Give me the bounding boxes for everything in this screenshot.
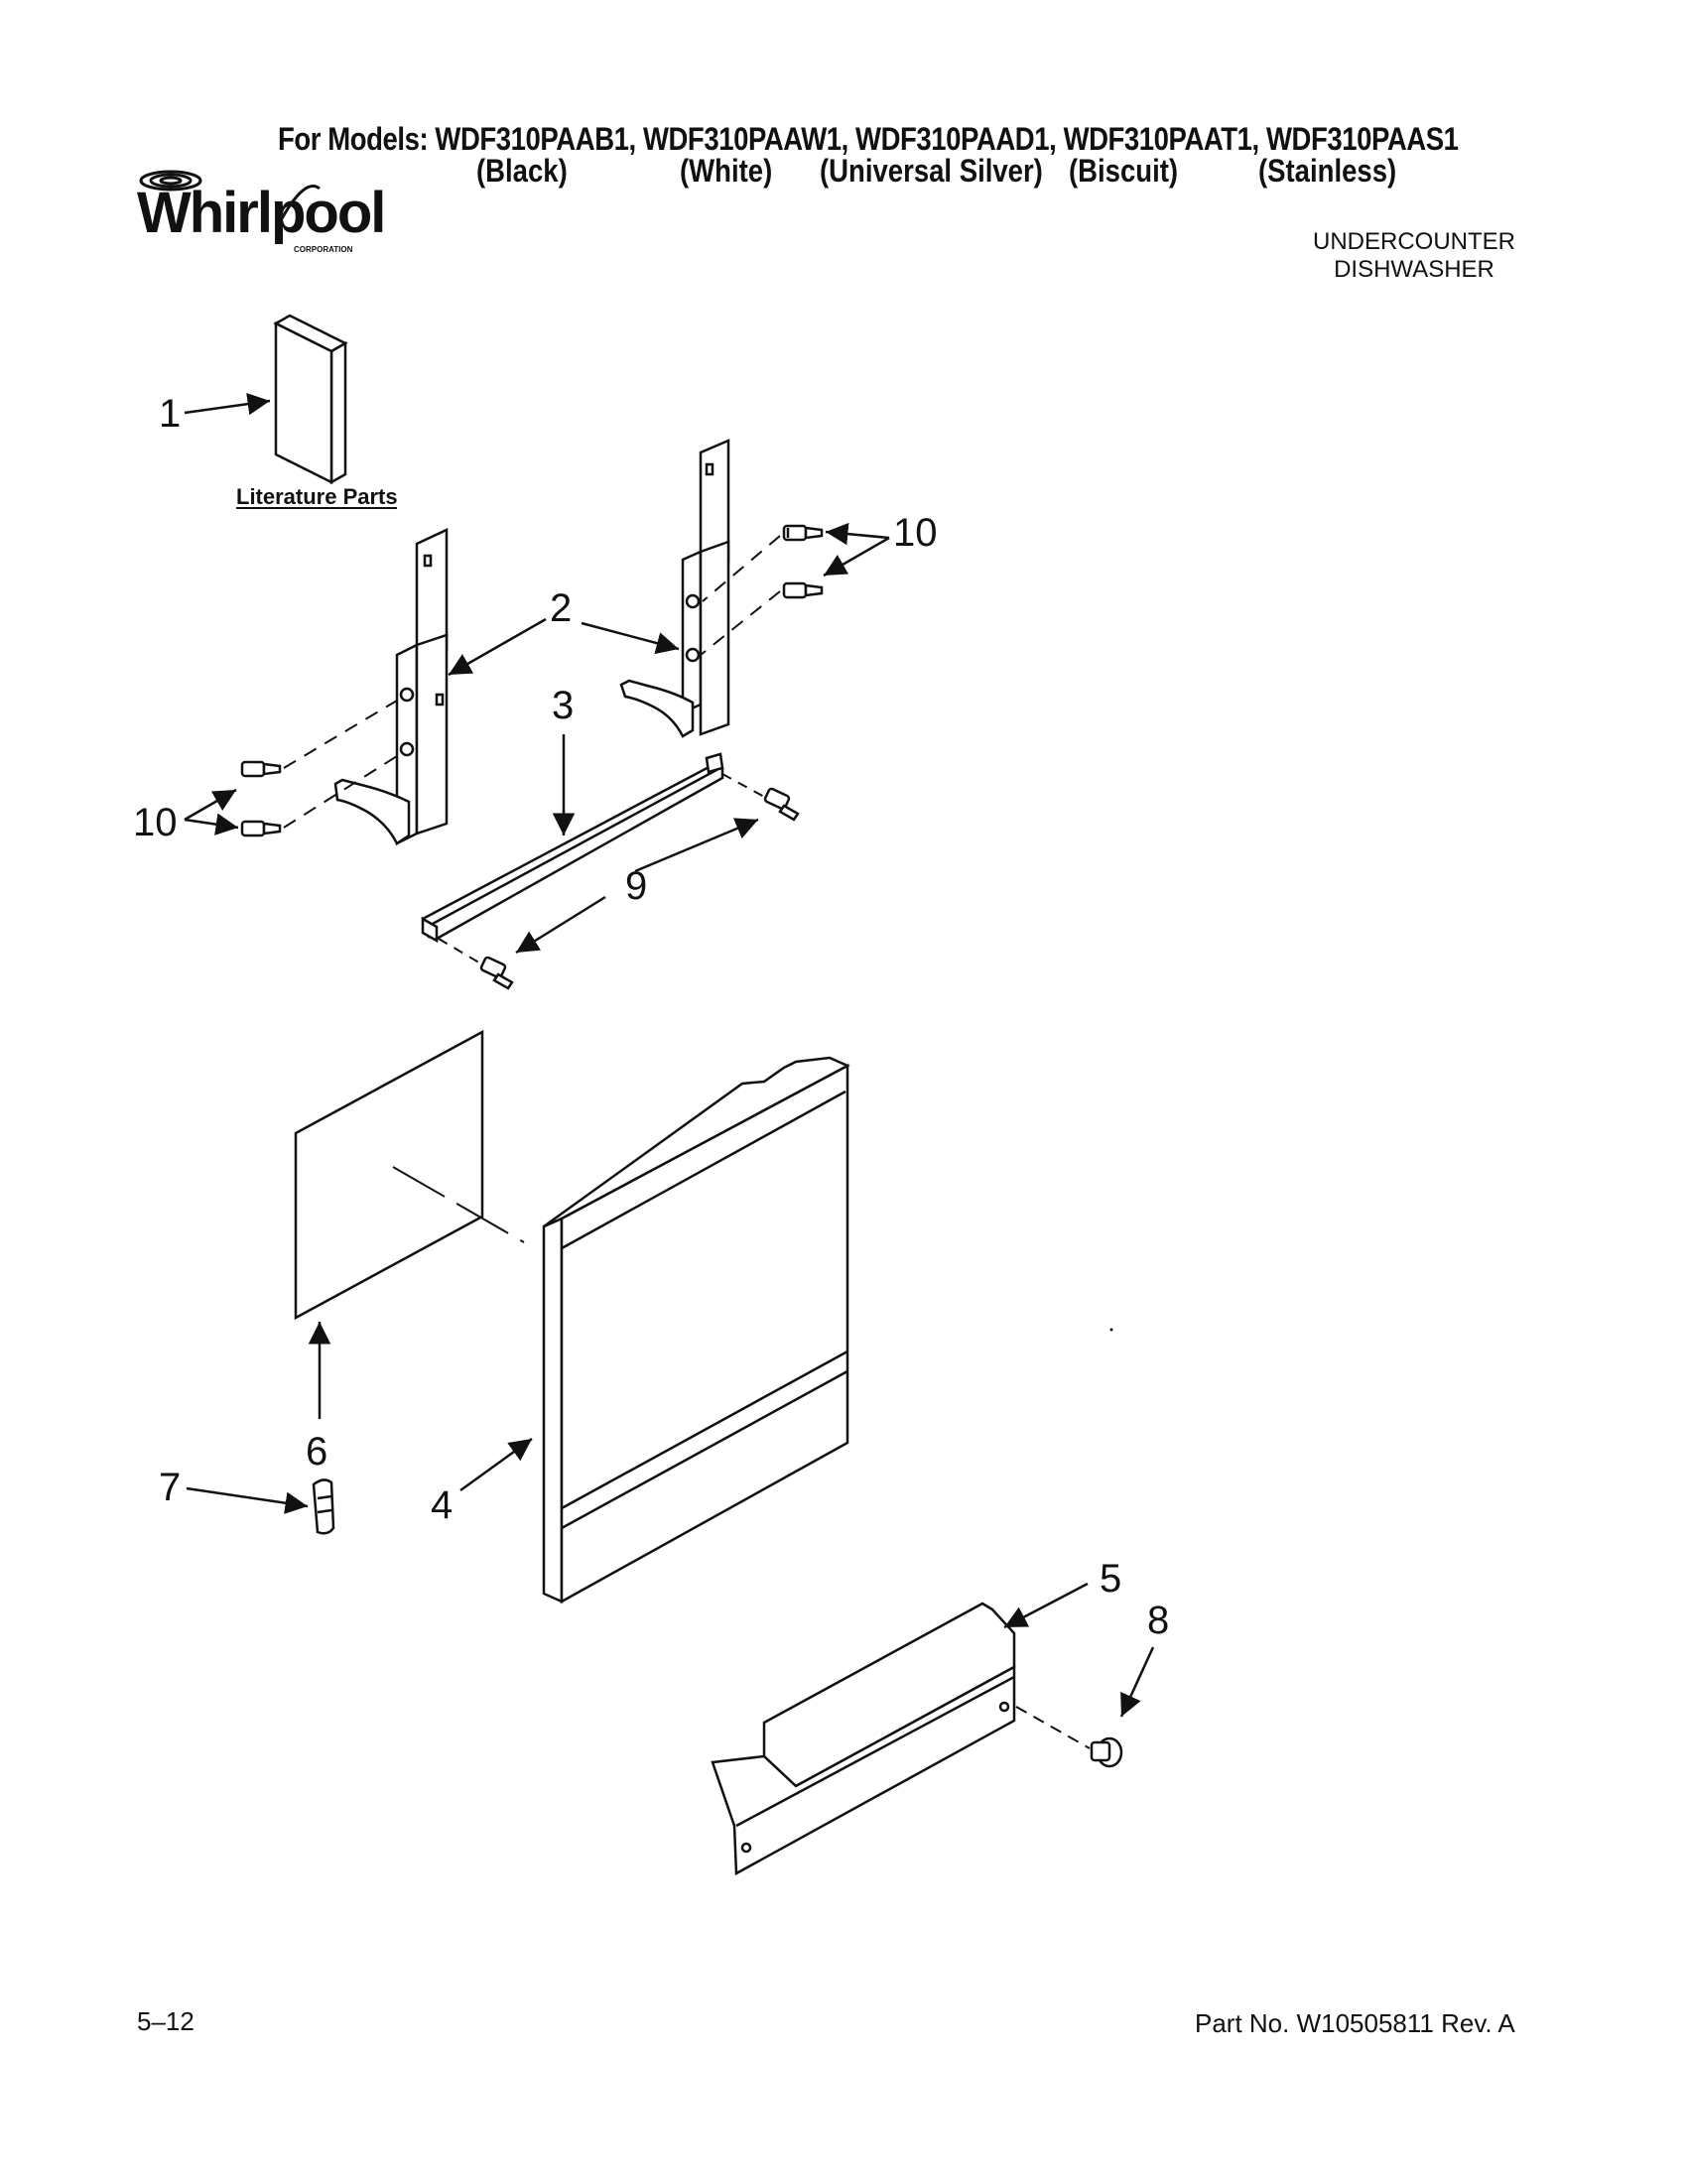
callout-5: 5 bbox=[1100, 1557, 1121, 1601]
hinge-bracket-left bbox=[333, 528, 449, 846]
rail-screw-right bbox=[763, 787, 800, 822]
part-number: Part No. W10505811 Rev. A bbox=[1195, 2008, 1515, 2038]
models-header: For Models: WDF310PAAB1, WDF310PAAW1, WD… bbox=[278, 121, 1459, 157]
hinge-screw-right-upper bbox=[782, 524, 824, 542]
hinge-screw-right-lower bbox=[782, 581, 824, 599]
callout-10-right: 10 bbox=[893, 511, 938, 555]
color-white: (White) bbox=[680, 153, 773, 189]
callout-9: 9 bbox=[625, 864, 647, 908]
door-rail bbox=[421, 752, 724, 944]
page-number: 5–12 bbox=[137, 2006, 195, 2036]
callout-4: 4 bbox=[431, 1483, 453, 1527]
literature-parts-label: Literature Parts bbox=[236, 484, 398, 509]
toe-kick-screw bbox=[1090, 1736, 1123, 1768]
literature-book bbox=[273, 314, 348, 485]
product-type-line2: DISHWASHER bbox=[1334, 256, 1494, 283]
toe-kick-panel bbox=[711, 1602, 1016, 1876]
color-biscuit: (Biscuit) bbox=[1069, 153, 1179, 189]
hinge-bracket-right bbox=[619, 439, 730, 738]
callout-1: 1 bbox=[159, 392, 181, 436]
callout-3: 3 bbox=[552, 684, 574, 727]
callout-7: 7 bbox=[159, 1466, 181, 1509]
product-type-line1: UNDERCOUNTER bbox=[1313, 228, 1515, 255]
color-black: (Black) bbox=[476, 153, 568, 189]
product-type: UNDERCOUNTER DISHWASHER bbox=[1300, 228, 1528, 284]
callout-8: 8 bbox=[1147, 1599, 1169, 1642]
color-stainless: (Stainless) bbox=[1258, 153, 1397, 189]
door-clip bbox=[312, 1478, 335, 1535]
color-universal-silver: (Universal Silver) bbox=[820, 153, 1043, 189]
logo-corporation: CORPORATION bbox=[294, 245, 353, 254]
callout-6: 6 bbox=[306, 1430, 327, 1474]
logo-wordmark: Whirlpool bbox=[137, 181, 384, 245]
callout-2: 2 bbox=[550, 586, 572, 630]
door-panel-insert bbox=[294, 1029, 484, 1321]
hinge-screw-left-lower bbox=[240, 820, 282, 837]
rail-screw-left bbox=[479, 956, 514, 990]
callout-10-left: 10 bbox=[133, 801, 178, 844]
hinge-screw-left-upper bbox=[240, 760, 282, 778]
outer-door-panel bbox=[542, 1056, 850, 1605]
logo-swirl-icon bbox=[139, 170, 202, 192]
whirlpool-logo: Whirlpool CORPORATION bbox=[131, 167, 389, 256]
